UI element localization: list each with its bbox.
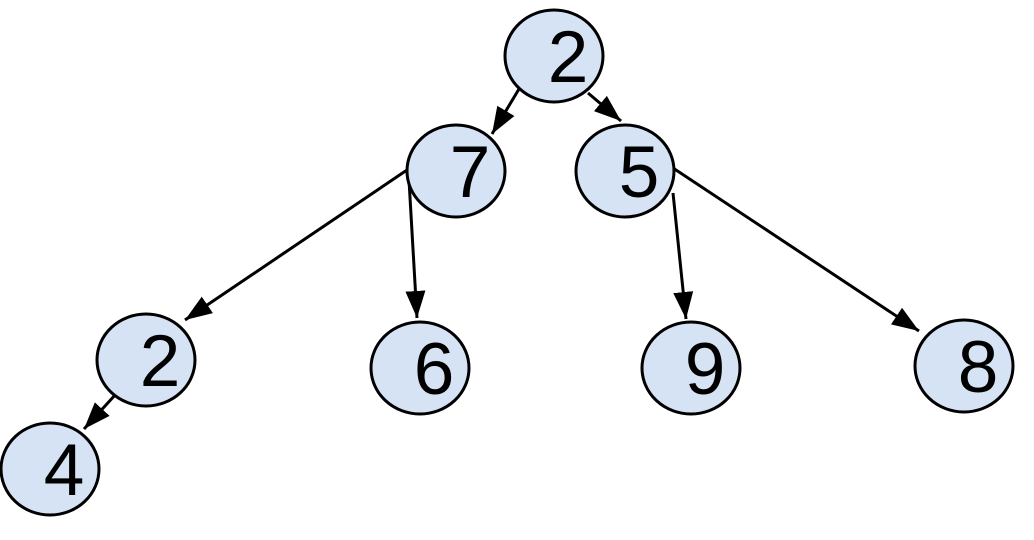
- node-circle-n2: [95, 312, 197, 408]
- node-label-n4: 4: [44, 430, 85, 511]
- tree-edge-n5-n8: [672, 166, 920, 333]
- node-label-n5: 5: [619, 132, 660, 213]
- tree-node-n5: 5: [574, 123, 676, 219]
- tree-node-n2: 2: [95, 312, 197, 408]
- node-label-n6: 6: [414, 329, 455, 410]
- node-circle-n4: [0, 421, 101, 517]
- node-label-n2: 2: [140, 321, 181, 402]
- node-circle-n7: [405, 123, 507, 219]
- tree-node-n4: 4: [0, 421, 101, 517]
- node-circle-n8: [913, 318, 1015, 414]
- node-label-root: 2: [548, 17, 589, 98]
- tree-edge-n5-n9: [671, 192, 694, 320]
- node-label-n9: 9: [685, 329, 726, 410]
- tree-edge-root-n7: [490, 88, 521, 135]
- tree-edge-n7-n2: [184, 168, 408, 322]
- tree-node-n8: 8: [913, 318, 1015, 414]
- node-circle-n5: [574, 123, 676, 219]
- node-circle-n9: [640, 320, 742, 416]
- tree-edge-root-n5: [587, 91, 622, 123]
- node-label-n7: 7: [450, 132, 491, 213]
- tree-node-n6: 6: [369, 320, 471, 416]
- tree-edge-n2-n4: [82, 392, 118, 431]
- node-circle-n6: [369, 320, 471, 416]
- tree-node-n9: 9: [640, 320, 742, 416]
- tree-node-root: 2: [503, 8, 605, 104]
- tree-edge-n7-n6: [405, 179, 426, 319]
- tree-node-n7: 7: [405, 123, 507, 219]
- node-label-n8: 8: [958, 327, 999, 408]
- node-circle-root: [503, 8, 605, 104]
